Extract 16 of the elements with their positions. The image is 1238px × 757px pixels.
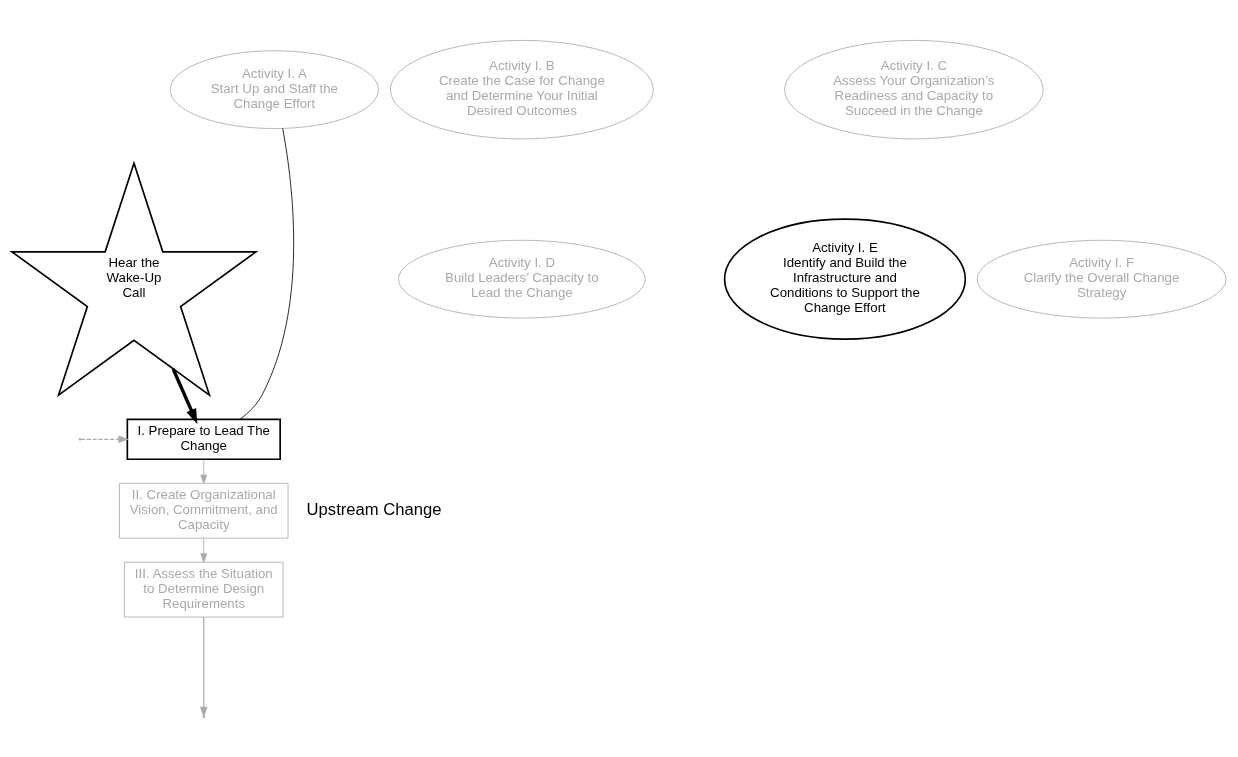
label: Upstream Change [306,499,442,519]
arrow [80,435,130,443]
node-box: III. Assess the Situation to Determine Design Requirements [124,561,284,617]
arrow [200,537,208,563]
arrow [171,367,198,424]
arrow [199,615,208,718]
connector [239,127,294,420]
node-box: II. Create Organizational Vision, Commitment, and Capacity [119,482,289,539]
node-ellipse: Activity I. D Build Leaders’ Capacity to Lead the Change [398,239,646,318]
node-ellipse: Activity I. A Start Up and Staff the Change Effort [169,49,379,129]
arrow [200,458,208,484]
node-ellipse: Activity I. B Create the Case for Change and Determine Your Initial Desired Outcomes [389,39,654,139]
node-ellipse: Activity I. F Clarify the Overall Change Strategy [976,239,1227,318]
node-box: I. Prepare to Lead The Change [126,418,281,460]
node-ellipse: Activity I. C Assess Your Organization’s Readiness and Capacity to Succeed in the Change [784,39,1044,139]
node-ellipse: Activity I. E Identify and Build the Infrastructure and Conditions to Support the Change Effort [723,217,967,340]
